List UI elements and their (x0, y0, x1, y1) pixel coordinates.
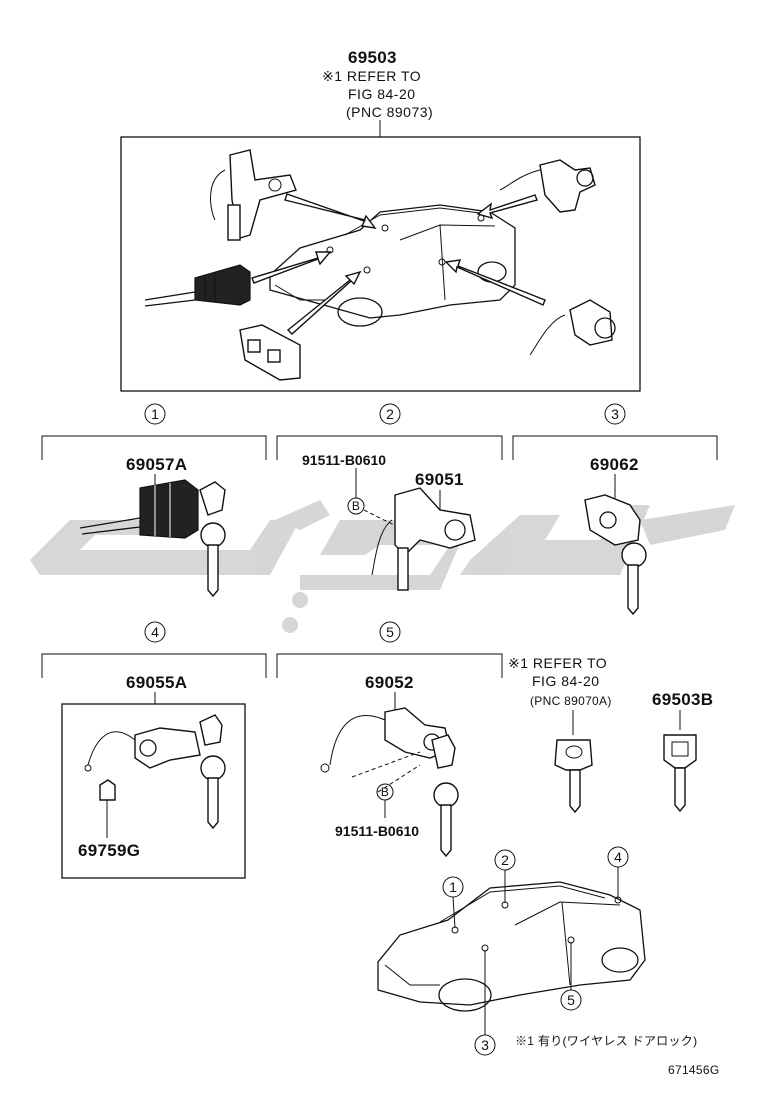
group4-trunk-lock (84, 727, 201, 772)
part-number-69055A: 69055A (126, 673, 187, 692)
top-assembly-frame (120, 136, 641, 392)
part-number-69051: 69051 (415, 470, 464, 489)
part-number-69062: 69062 (590, 455, 639, 474)
bolt-91511-B0610-lower: 91511-B0610 (335, 823, 419, 839)
bolt-marker-B-lower: B (381, 785, 389, 799)
group-index-1: 1 (151, 406, 159, 422)
group-bracket-4: 4 (41, 621, 267, 678)
top-refer-line1: ※1 REFER TO (322, 68, 421, 84)
group-bracket-1: 1 (41, 403, 267, 460)
location-marker-4: 4 (614, 849, 622, 865)
group-bracket-5: 5 (276, 621, 503, 678)
top-lock-part-lower-left (239, 324, 301, 381)
group2-door-lock (371, 487, 476, 591)
top-pointer-arrows (251, 193, 546, 335)
group1-lock-cylinder (79, 479, 199, 539)
group-index-5: 5 (386, 624, 394, 640)
group4-frame (61, 703, 246, 879)
location-marker-2: 2 (501, 852, 509, 868)
wireless-key-toyota (554, 739, 593, 814)
top-car-illustration (269, 204, 516, 327)
blank-key (663, 734, 697, 813)
group-bracket-2: 2 (276, 403, 503, 460)
group-bracket-3: 3 (512, 403, 718, 460)
group-index-3: 3 (611, 406, 619, 422)
group4-key (199, 714, 226, 830)
bottom-car-illustration (377, 881, 646, 1012)
key-refer-line3: (PNC 89070A) (530, 694, 612, 708)
location-marker-5: 5 (567, 992, 575, 1008)
group4-sub-part (99, 779, 116, 838)
footnote: ※1 有り(ワイヤレス ドアロック) (515, 1034, 697, 1048)
top-assembly-part-number: 69503 (348, 48, 397, 67)
group1-key (199, 481, 226, 598)
car-location-markers: 1 2 3 4 5 (442, 846, 629, 1056)
top-lock-cylinder-left (144, 264, 251, 307)
part-number-69759G: 69759G (78, 841, 140, 860)
top-lock-part-lower-right (529, 299, 616, 356)
top-lock-part-upper-left (210, 149, 297, 241)
group3-lock (584, 494, 647, 616)
group5-door-lock (320, 707, 451, 773)
group-index-4: 4 (151, 624, 159, 640)
group-index-2: 2 (386, 406, 394, 422)
bolt-marker-B-upper: B (352, 499, 360, 513)
top-refer-line2: FIG 84-20 (348, 86, 416, 102)
part-number-69503B: 69503B (652, 690, 713, 709)
location-marker-3: 3 (481, 1037, 489, 1053)
location-marker-1: 1 (449, 879, 457, 895)
key-refer-line2: FIG 84-20 (532, 673, 600, 689)
group5-key (431, 734, 459, 858)
part-number-69057A: 69057A (126, 455, 187, 474)
figure-id: 671456G (668, 1063, 719, 1077)
part-number-69052: 69052 (365, 673, 414, 692)
bolt-91511-B0610-upper: 91511-B0610 (302, 452, 386, 468)
top-lock-part-upper-right (499, 159, 596, 213)
key-refer-line1: ※1 REFER TO (508, 655, 607, 671)
top-refer-line3: (PNC 89073) (346, 104, 433, 120)
